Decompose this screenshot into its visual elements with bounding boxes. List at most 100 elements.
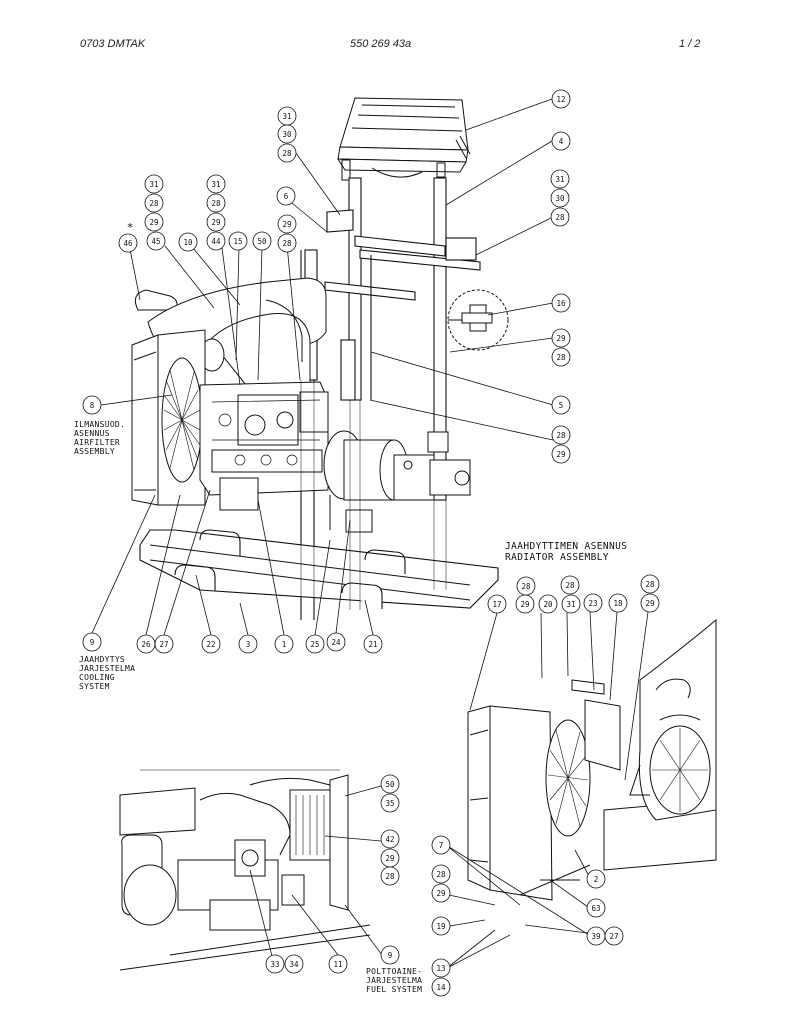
callout-number: 22 (206, 640, 215, 649)
callout-number: 31 (566, 600, 575, 609)
callout-number: 29 (149, 218, 158, 227)
callout-16: 16 (551, 293, 571, 313)
callout-number: 28 (556, 431, 566, 440)
callout-number: 45 (151, 237, 160, 246)
callout-number: 11 (333, 960, 342, 969)
callout-28: 28 (551, 347, 571, 367)
callout-29: 29 (551, 444, 571, 464)
callout-29: 29 (515, 594, 535, 614)
callout-27: 27 (154, 634, 174, 654)
callout-5: 5 (551, 395, 571, 415)
callout-28: 28 (640, 574, 660, 594)
callout-number: 29 (645, 599, 654, 608)
callout-50: 50 (380, 774, 400, 794)
top-exhaust-unit (337, 97, 471, 181)
main-radiator (131, 329, 206, 506)
callout-30: 30 (277, 124, 297, 144)
fuel-system-drawing (119, 769, 371, 971)
callout-number: 28 (385, 872, 395, 881)
callout-number: 28 (211, 199, 221, 208)
callout-29: 29 (380, 848, 400, 868)
callout-number: 50 (385, 780, 395, 789)
callout-9: 9 (82, 632, 102, 652)
callout-28: 28 (206, 193, 226, 213)
callout-18: 18 (608, 593, 628, 613)
base-frame (139, 529, 499, 609)
callout-28: 28 (277, 233, 297, 253)
asterisk-mark: * (127, 221, 134, 234)
callout-number: 6 (284, 192, 289, 201)
callout-number: 17 (492, 600, 501, 609)
callout-number: 1 (282, 640, 287, 649)
callout-number: 25 (310, 640, 319, 649)
callout-50: 50 (252, 231, 272, 251)
callout-12: 12 (551, 89, 571, 109)
generator (323, 430, 471, 533)
callout-number: 29 (282, 220, 291, 229)
callout-number: 12 (556, 95, 565, 104)
callout-28: 28 (144, 193, 164, 213)
part-number: 550 269 43a (350, 38, 412, 50)
callout-number: ASENNUS (74, 429, 110, 438)
callout-number: FUEL SYSTEM (366, 985, 422, 994)
callout-number: 7 (439, 841, 444, 850)
callout-42: 42 (380, 829, 400, 849)
callout-number: 20 (543, 600, 553, 609)
callout-13: 13 (431, 958, 451, 978)
callout-29: 29 (277, 214, 297, 234)
engine-block (199, 381, 329, 511)
callout-24: 24 (326, 632, 346, 652)
callout-number: RADIATOR ASSEMBLY (505, 552, 609, 563)
callout-31: 31 (277, 106, 297, 126)
callout-31: 31 (206, 174, 226, 194)
callout-number: 29 (211, 218, 220, 227)
callout-number: 28 (282, 239, 292, 248)
callout-number: 5 (559, 401, 564, 410)
callout-number: 39 (591, 932, 600, 941)
callout-number: 31 (149, 180, 158, 189)
callout-number: 28 (645, 580, 655, 589)
callout-44: 44 (206, 231, 226, 251)
callout-number: 28 (436, 870, 446, 879)
callout-number: SYSTEM (79, 682, 110, 691)
callout-19: 19 (431, 916, 451, 936)
callout-28: 28 (431, 864, 451, 884)
document-code: 0703 DMTAK (80, 38, 146, 50)
callout-9: 9 (380, 945, 400, 965)
callout-29: 29 (206, 212, 226, 232)
callout-number: 29 (520, 600, 529, 609)
callout-34: 34 (284, 954, 304, 974)
callout-number: 31 (211, 180, 220, 189)
callout-number: 27 (159, 640, 168, 649)
callout-number: 24 (331, 638, 341, 647)
callout-number: 31 (282, 112, 291, 121)
callout-10: 10 (178, 232, 198, 252)
callout-number: 33 (270, 960, 279, 969)
callout-number: 35 (385, 799, 394, 808)
callout-8: 8 (82, 395, 102, 415)
callout-number: ASSEMBLY (74, 447, 115, 456)
callout-number: 28 (555, 213, 565, 222)
callout-number: 18 (613, 599, 623, 608)
callout-28: 28 (277, 143, 297, 163)
callout-number: 23 (588, 599, 597, 608)
callout-number: 46 (123, 239, 133, 248)
callout-20: 20 (538, 594, 558, 614)
callout-22: 22 (201, 634, 221, 654)
callout-number: 26 (141, 640, 151, 649)
callout-number: 4 (559, 137, 564, 146)
callout-29: 29 (640, 593, 660, 613)
callout-6: 6 (276, 186, 296, 206)
callout-number: 42 (385, 835, 394, 844)
callout-7: 7 (431, 835, 451, 855)
callout-21: 21 (363, 634, 383, 654)
callout-33: 33 (265, 954, 285, 974)
callout-4: 4 (551, 131, 571, 151)
callout-29: 29 (431, 883, 451, 903)
callout-25: 25 (305, 634, 325, 654)
callout-number: 29 (385, 854, 394, 863)
callout-number: COOLING (79, 673, 115, 682)
callout-number: 13 (436, 964, 445, 973)
callout-number: 21 (368, 640, 377, 649)
callout-17: 17 (487, 594, 507, 614)
